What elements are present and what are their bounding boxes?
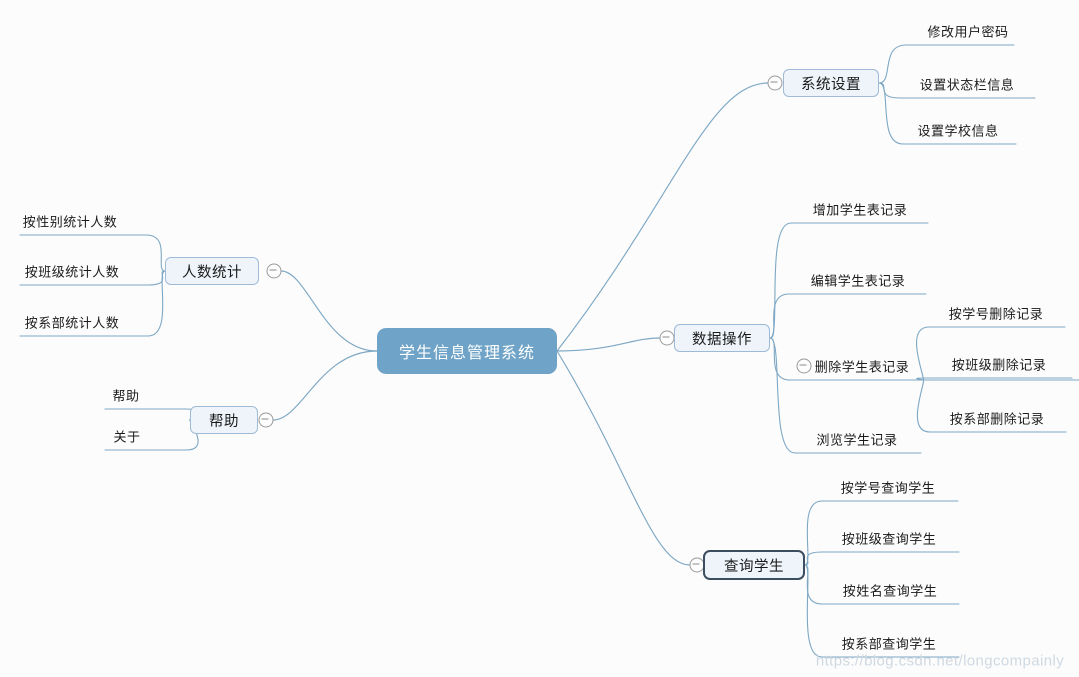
leaf-data-operations-2[interactable]: 删除学生表记录: [814, 359, 910, 375]
toggle-data-operations-2[interactable]: [796, 358, 812, 374]
leaf-system-settings-0[interactable]: 修改用户密码: [927, 24, 1009, 40]
leaf-query-student-3[interactable]: 按系部查询学生: [841, 636, 937, 652]
toggle-data-operations[interactable]: [659, 330, 675, 346]
root-node[interactable]: 学生信息管理系统: [377, 328, 557, 374]
leaf-data-operations-3[interactable]: 浏览学生记录: [816, 432, 898, 448]
leaf-query-student-1[interactable]: 按班级查询学生: [841, 531, 937, 547]
leaf-query-student-2[interactable]: 按姓名查询学生: [842, 583, 938, 599]
leaf-data-operations-2-2[interactable]: 按系部删除记录: [949, 411, 1045, 427]
leaf-system-settings-1[interactable]: 设置状态栏信息: [919, 77, 1015, 93]
branch-node-headcount-stats[interactable]: 人数统计: [165, 257, 259, 285]
branch-node-label: 查询学生: [724, 558, 784, 575]
leaf-data-operations-1[interactable]: 编辑学生表记录: [810, 273, 906, 289]
branch-node-system-settings[interactable]: 系统设置: [783, 69, 879, 97]
branch-node-label: 帮助: [209, 413, 239, 430]
leaf-system-settings-2[interactable]: 设置学校信息: [917, 123, 999, 139]
root-node-label: 学生信息管理系统: [398, 345, 535, 362]
branch-node-query-student[interactable]: 查询学生: [703, 550, 805, 580]
branch-node-label: 系统设置: [801, 76, 861, 93]
leaf-headcount-stats-1[interactable]: 按班级统计人数: [24, 264, 120, 280]
leaf-query-student-0[interactable]: 按学号查询学生: [840, 480, 936, 496]
branch-node-data-operations[interactable]: 数据操作: [674, 324, 770, 352]
toggle-system-settings[interactable]: [767, 75, 783, 91]
branch-node-label: 数据操作: [692, 331, 752, 348]
leaf-help-1[interactable]: 关于: [113, 429, 141, 445]
leaf-help-0[interactable]: 帮助: [112, 388, 140, 404]
toggle-help[interactable]: [258, 412, 274, 428]
leaf-data-operations-0[interactable]: 增加学生表记录: [812, 202, 908, 218]
watermark: https://blog.csdn.net/longcompainly: [815, 652, 1065, 670]
leaf-data-operations-2-1[interactable]: 按班级删除记录: [951, 357, 1047, 373]
leaf-headcount-stats-2[interactable]: 按系部统计人数: [24, 315, 120, 331]
branch-node-label: 人数统计: [182, 264, 242, 281]
leaf-headcount-stats-0[interactable]: 按性别统计人数: [22, 214, 118, 230]
toggle-headcount-stats[interactable]: [266, 263, 282, 279]
leaf-data-operations-2-0[interactable]: 按学号删除记录: [948, 306, 1044, 322]
branch-node-help[interactable]: 帮助: [190, 406, 258, 434]
